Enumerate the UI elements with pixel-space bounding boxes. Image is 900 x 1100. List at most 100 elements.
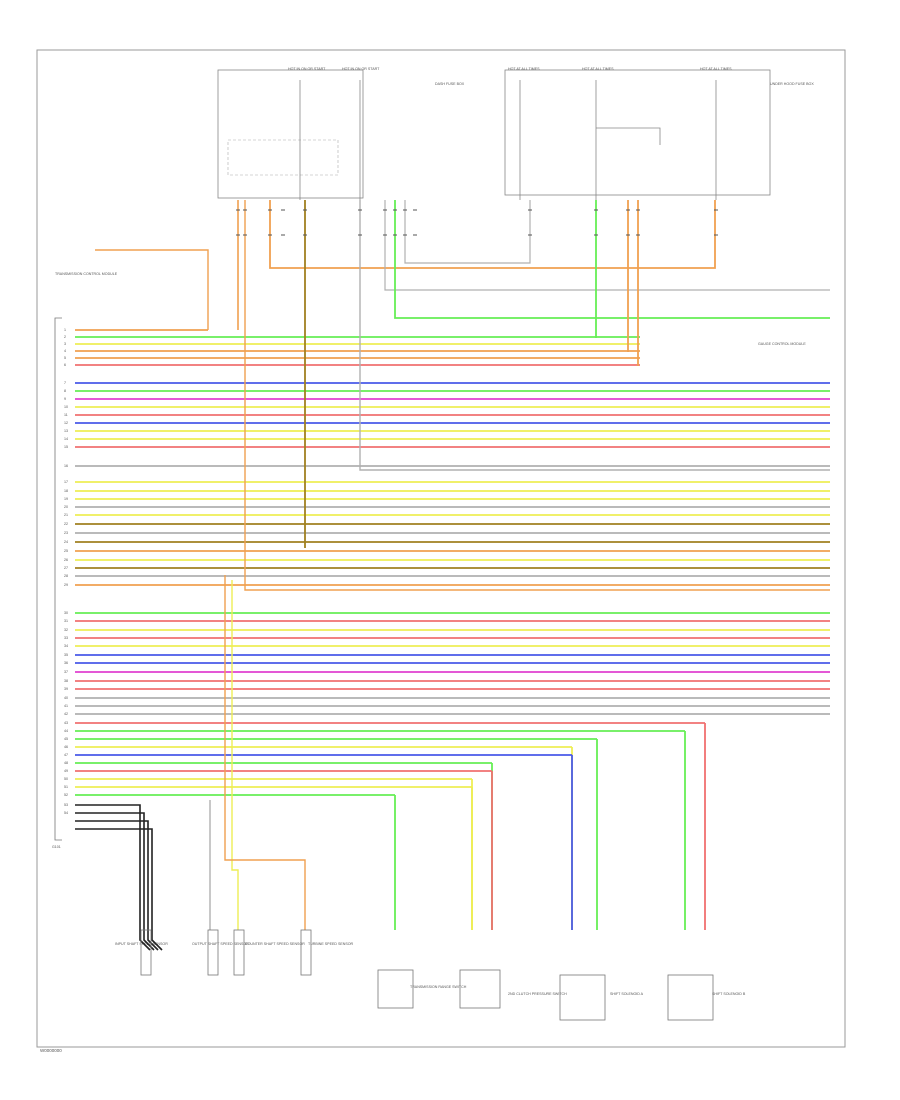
- relay-enclosure: [227, 139, 339, 176]
- solenoid-b-box: [667, 974, 714, 1021]
- module-pin-label: 18: [64, 489, 68, 493]
- supply-wire: [404, 200, 531, 264]
- diagram-frame: [36, 49, 846, 1048]
- module-pin-label: 4: [64, 349, 66, 353]
- module-pin-label: 52: [64, 793, 68, 797]
- supply-wire: [269, 200, 716, 269]
- ground-wire: [75, 828, 163, 951]
- module-pin-label: 26: [64, 558, 68, 562]
- module-pin-label: 5: [64, 356, 66, 360]
- module-pin-label: 41: [64, 704, 68, 708]
- sensor-d-label: TURBINE SPEED SENSOR: [308, 942, 354, 946]
- gauge-module-label: GAUGE CONTROL MODULE: [758, 342, 806, 346]
- module-name-label: TRANSMISSION CONTROL MODULE: [55, 272, 118, 276]
- supply-wire: [95, 249, 209, 330]
- sensor-connector: [207, 929, 219, 976]
- module-pin-label: 27: [64, 566, 68, 570]
- module-pin-label: 9: [64, 397, 66, 401]
- module-pin-label: 2: [64, 335, 66, 339]
- fuse-label-b: HOT IN ON OR START: [342, 67, 380, 71]
- fuse-label-a: HOT IN ON OR START: [288, 67, 326, 71]
- module-pin-label: 54: [64, 811, 68, 815]
- module-pin-label: 23: [64, 531, 68, 535]
- module-pin-label: 38: [64, 679, 68, 683]
- fuse-box-left-label: DASH FUSE BOX: [435, 82, 465, 86]
- module-pin-label: 7: [64, 381, 66, 385]
- module-pin-label: 21: [64, 513, 68, 517]
- module-pin-label: 29: [64, 583, 68, 587]
- module-pin-label: 49: [64, 769, 68, 773]
- sensor-wire: [224, 575, 306, 930]
- module-pin-label: 25: [64, 549, 68, 553]
- module-pin-label: 42: [64, 712, 68, 716]
- module-pin-label: 1: [64, 328, 66, 332]
- fuse-label-e: HOT AT ALL TIMES: [700, 67, 732, 71]
- module-pin-label: 22: [64, 522, 68, 526]
- sensor-wire: [231, 580, 239, 930]
- switch-b-box: [459, 969, 501, 1009]
- fuse-box-right-label: UNDER HOOD FUSE BOX: [770, 82, 814, 86]
- module-bracket: [54, 317, 62, 841]
- module-pin-label: 45: [64, 737, 68, 741]
- module-pin-label: 43: [64, 721, 68, 725]
- ground-wire: [75, 804, 151, 951]
- module-pin-label: 30: [64, 611, 68, 615]
- module-pin-label: 31: [64, 619, 68, 623]
- module-pin-label: 32: [64, 628, 68, 632]
- module-pin-label: 33: [64, 636, 68, 640]
- module-pin-label: 8: [64, 389, 66, 393]
- sensor-connector: [233, 929, 245, 976]
- solenoid-a-box: [559, 974, 606, 1021]
- module-pin-label: 19: [64, 497, 68, 501]
- module-pin-label: 35: [64, 653, 68, 657]
- sensor-a-label: INPUT SHAFT SPEED SENSOR: [115, 942, 168, 946]
- fuse-label-d: HOT AT ALL TIMES: [582, 67, 614, 71]
- module-pin-label: 53: [64, 803, 68, 807]
- module-pin-label: 46: [64, 745, 68, 749]
- sensor-connector: [140, 929, 152, 976]
- module-pin-label: 48: [64, 761, 68, 765]
- module-pin-label: 14: [64, 437, 68, 441]
- ground-label: G101: [52, 845, 61, 849]
- module-pin-label: 11: [64, 413, 68, 417]
- fuse-box-right: [504, 69, 771, 196]
- fuse-label-c: HOT AT ALL TIMES: [508, 67, 540, 71]
- module-pin-label: 12: [64, 421, 68, 425]
- fuse-box-left: [217, 69, 364, 199]
- module-pin-label: 47: [64, 753, 68, 757]
- module-pin-label: 51: [64, 785, 68, 789]
- supply-wire: [384, 200, 830, 291]
- pins-layer: 1234567891011121314151617181920212223242…: [64, 328, 68, 815]
- supply-wire: [359, 200, 830, 471]
- solenoid-a-label: SHIFT SOLENOID A: [610, 992, 644, 996]
- relay-line: [596, 127, 661, 145]
- module-pin-label: 17: [64, 480, 68, 484]
- module-pin-label: 16: [64, 464, 68, 468]
- switch-a-label: TRANSMISSION RANGE SWITCH: [410, 985, 467, 989]
- module-pin-label: 24: [64, 540, 68, 544]
- module-pin-label: 3: [64, 342, 66, 346]
- module-pin-label: 28: [64, 574, 68, 578]
- module-pin-label: 44: [64, 729, 68, 733]
- sensor-b-label: OUTPUT SHAFT SPEED SENSOR: [192, 942, 249, 946]
- module-pin-label: 34: [64, 644, 68, 648]
- module-pin-label: 40: [64, 696, 68, 700]
- module-pin-label: 13: [64, 429, 68, 433]
- module-pin-label: 20: [64, 505, 68, 509]
- switch-a-box: [377, 969, 414, 1009]
- module-pin-label: 10: [64, 405, 68, 409]
- ground-wire: [75, 812, 155, 951]
- module-pin-label: 50: [64, 777, 68, 781]
- solenoid-b-label: SHIFT SOLENOID B: [712, 992, 746, 996]
- module-pin-label: 37: [64, 670, 68, 674]
- footer-code: W0000000: [40, 1048, 62, 1053]
- wires-layer: [54, 80, 830, 1021]
- module-pin-label: 6: [64, 363, 66, 367]
- ground-wire: [75, 820, 159, 951]
- supply-wire: [244, 200, 830, 591]
- module-pin-label: 36: [64, 661, 68, 665]
- module-pin-label: 15: [64, 445, 68, 449]
- module-pin-label: 39: [64, 687, 68, 691]
- sensor-connector: [300, 929, 312, 976]
